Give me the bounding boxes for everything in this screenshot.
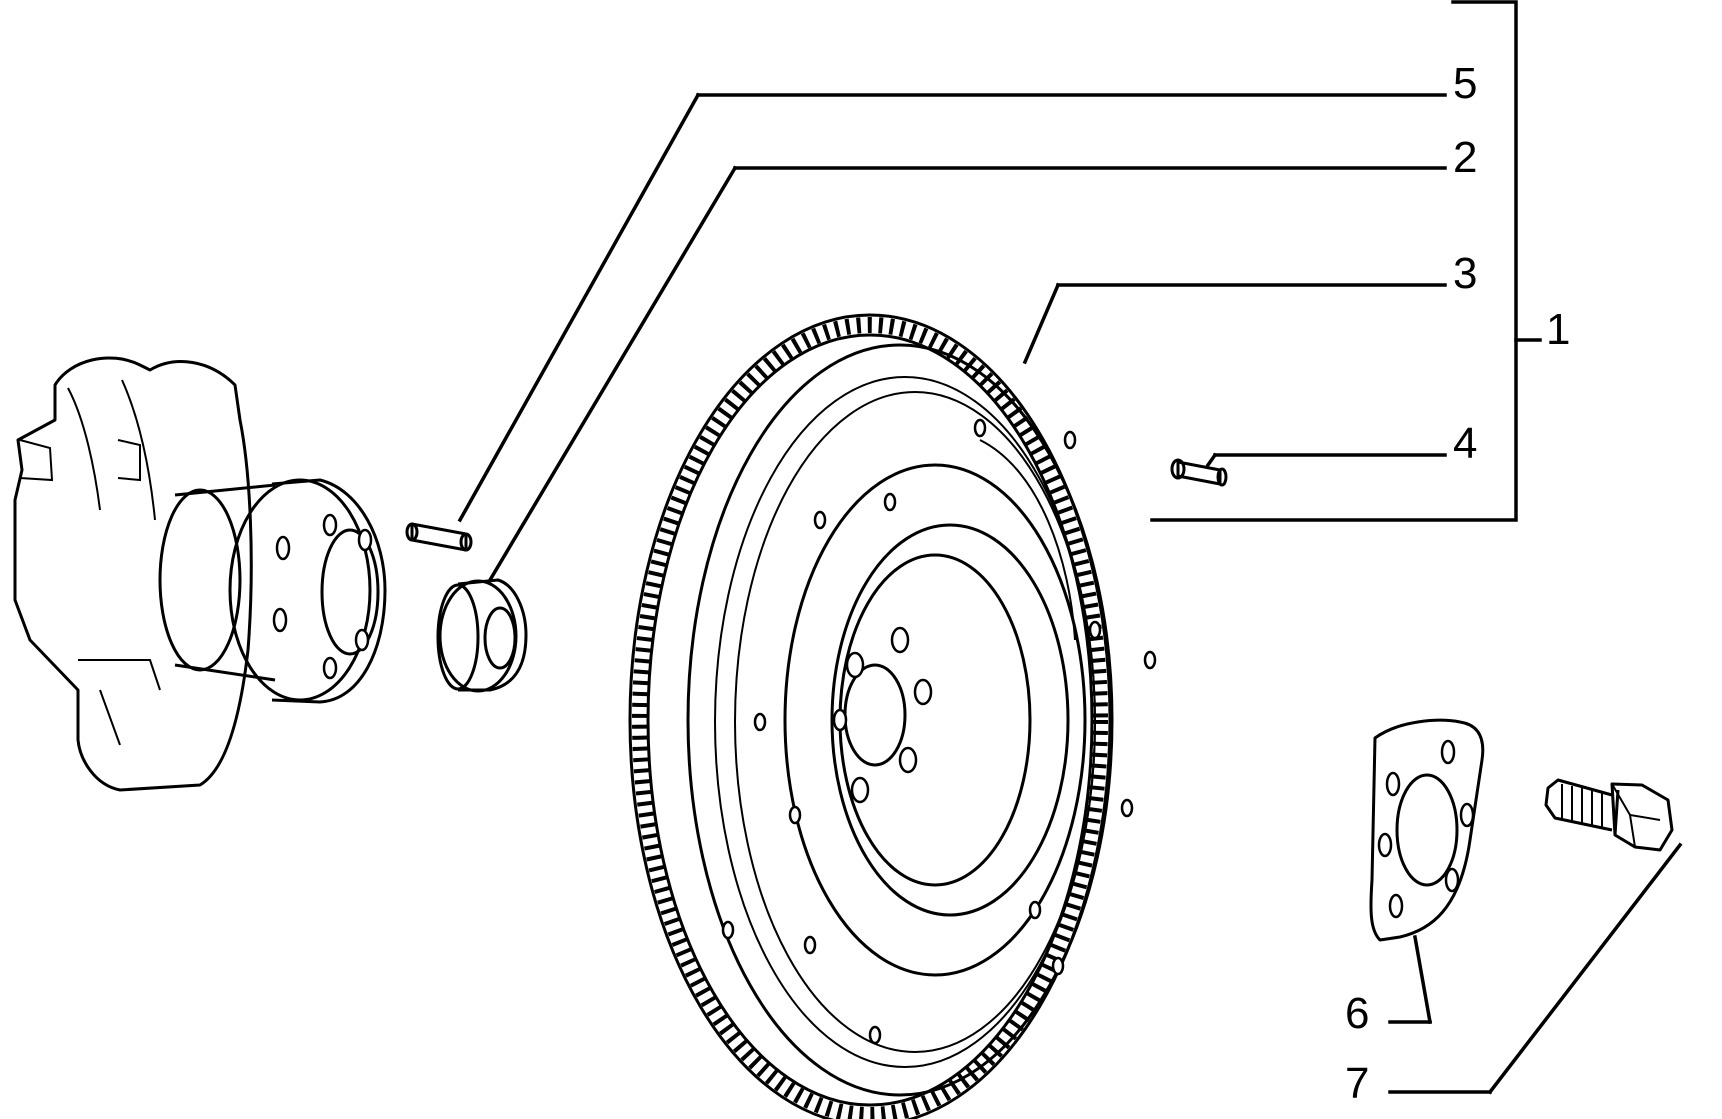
flywheel-dowel <box>1170 458 1228 487</box>
callout-4: 4 <box>1453 419 1477 468</box>
callout-5: 5 <box>1453 59 1477 108</box>
callout-numbers: 5 2 3 1 4 6 7 <box>1345 59 1570 1108</box>
leader-lines <box>457 0 1683 1095</box>
hex-bolt <box>1544 778 1674 852</box>
callout-1: 1 <box>1546 305 1570 354</box>
flywheel <box>628 313 1157 1119</box>
washer-plate <box>1369 718 1485 942</box>
callout-7: 7 <box>1345 1059 1369 1108</box>
crankshaft-end <box>13 356 387 792</box>
callout-3: 3 <box>1453 249 1477 298</box>
dowel-pin <box>405 522 473 552</box>
bushing <box>436 578 528 693</box>
callout-6: 6 <box>1345 989 1369 1038</box>
callout-2: 2 <box>1453 133 1477 182</box>
